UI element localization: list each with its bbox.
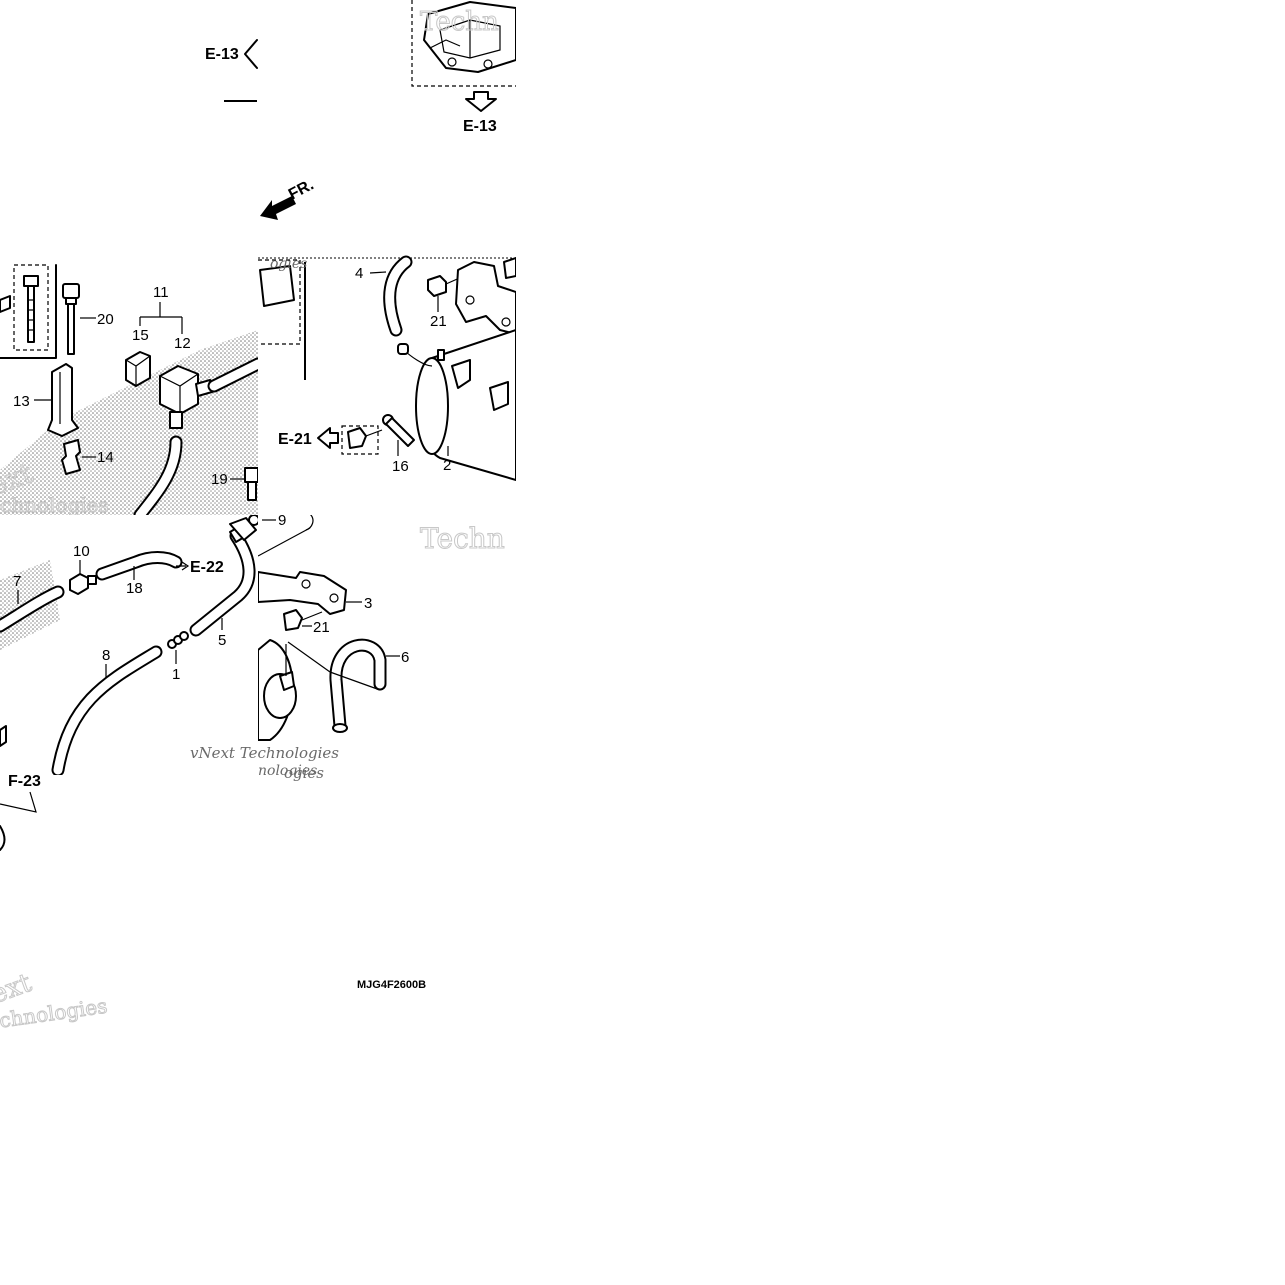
- bolt-21-bottom: 21: [283, 609, 330, 636]
- arrow-left-icon: [0, 295, 11, 313]
- callout-3: 3: [364, 595, 372, 612]
- arrow-icon: [0, 791, 37, 813]
- callout-8: 8: [102, 647, 110, 664]
- callout-19: 19: [211, 471, 228, 488]
- arrow-down-icon: [465, 91, 497, 112]
- inset-bolt: [23, 275, 39, 343]
- bolt-19: 19: [211, 467, 258, 501]
- callout-16: 16: [392, 458, 409, 475]
- hose-6: 6: [287, 638, 409, 733]
- chevron-left-icon: [244, 39, 258, 69]
- front-direction: FR.: [260, 176, 317, 220]
- panel-d: 9 Techn 3 21 6: [258, 512, 505, 779]
- watermark-a1: vNext Technologies: [184, 231, 323, 247]
- valve-12: 12: [159, 335, 213, 429]
- arrow-left-icon: [317, 427, 339, 449]
- hose-5: 5: [189, 525, 256, 649]
- e13-left-reference: E-13: [205, 39, 258, 69]
- panel-b: ogies 4 21 17: [258, 255, 516, 481]
- callout-9: 9: [278, 512, 286, 529]
- grommet-14: 14: [61, 439, 114, 475]
- part-9: [229, 515, 258, 541]
- callout-20: 20: [97, 311, 114, 328]
- fitting-10: 10: [69, 543, 97, 595]
- hose-8: 8: [51, 645, 163, 775]
- watermark-b1: ogies: [270, 256, 307, 272]
- cap-15: 15: [125, 327, 151, 387]
- callout-2: 2: [443, 457, 451, 474]
- top-region: E-13 Techn E-13: [205, 0, 516, 135]
- ref-e13-bottom: E-13: [463, 118, 497, 135]
- watermark-top: Techn: [420, 7, 499, 37]
- watermark-c2: ogies: [284, 764, 324, 782]
- bracket-13: 13: [13, 363, 79, 437]
- f23-reference: F-23: [0, 773, 41, 851]
- hose-7: 7: [0, 573, 65, 633]
- watermark-a3: chnologies: [0, 493, 109, 517]
- panel-c: 7 10 18 E-22 5: [0, 515, 258, 775]
- hose-18: 18 E-22: [95, 551, 224, 597]
- callout-5: 5: [218, 632, 226, 649]
- callout-15: 15: [132, 327, 149, 344]
- bolt-20: 20: [62, 283, 114, 355]
- e21-reference: E-21: [278, 425, 383, 455]
- callout-14: 14: [97, 449, 114, 466]
- assembly-11: 11: [139, 284, 183, 334]
- canister-2: 2: [397, 329, 516, 481]
- actuator-inset: Techn: [411, 0, 516, 87]
- callout-21-top: 21: [430, 313, 447, 330]
- callout-13: 13: [13, 393, 30, 410]
- callout-7: 7: [13, 573, 21, 590]
- front-arrow-icon: [260, 196, 296, 220]
- callout-18: 18: [126, 580, 143, 597]
- ref-e22: E-22: [190, 559, 224, 576]
- callout-12: 12: [174, 335, 191, 352]
- callout-6: 6: [401, 649, 409, 666]
- callout-1: 1: [172, 666, 180, 683]
- watermark-d1: Techn: [420, 522, 505, 555]
- ref-e21: E-21: [278, 431, 312, 448]
- callout-10: 10: [73, 543, 90, 560]
- ref-e13-left: E-13: [205, 46, 239, 63]
- callout-11: 11: [153, 284, 169, 301]
- e13-bottom-reference: E-13: [463, 91, 497, 135]
- bolt-21-top: 21: [427, 275, 465, 330]
- diagram-code: MJG4F2600B: [357, 979, 426, 991]
- callout-21-bottom: 21: [313, 619, 330, 636]
- canister-end: [258, 639, 297, 741]
- ref-f23: F-23: [8, 773, 41, 790]
- watermark-c1: vNext Technologies: [190, 744, 339, 762]
- clip-16: 16: [382, 414, 415, 475]
- watermark-d2: nologies: [258, 763, 317, 779]
- bracket-3: 3: [258, 571, 372, 615]
- panel-a: 20 13 14 11 15 12: [0, 231, 323, 517]
- fitting-1: 1: [167, 631, 189, 683]
- callout-4: 4: [355, 265, 363, 282]
- hose-4: 4: [355, 255, 413, 337]
